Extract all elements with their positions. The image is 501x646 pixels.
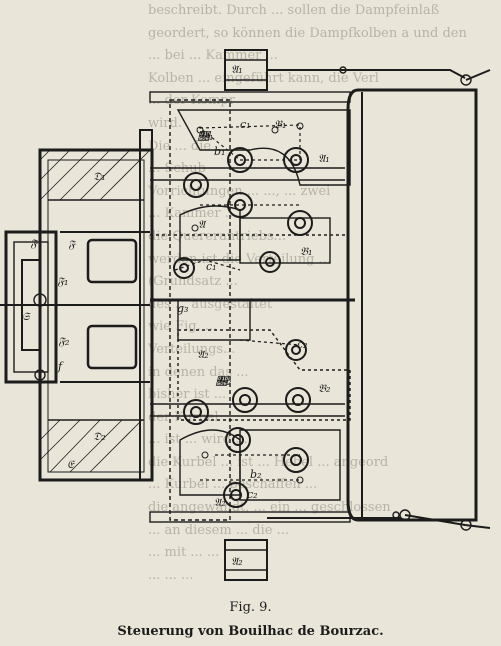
bleed-text-line: ... an diesem ... die ... [148,522,290,538]
label-F: 𝔉 [30,237,39,250]
label-S: 𝔖 [22,310,32,323]
label-c1: c₁ [206,260,217,273]
technical-drawing: 𝔄₁ 𝔄₂ c₁ 𝔆₁ 𝔅₁ b₁ 𝔄₁ 𝔄 𝔅₁ c₁ g₃ 𝔄₂ c₂ 𝔆₂… [0,49,491,581]
bleed-text-line: ... ... ... [148,567,194,583]
label-a1: 𝔄₁ [231,63,243,76]
label-B1: 𝔅₁ [274,118,286,131]
bleed-text-line: (Grundsatz ... [148,274,238,290]
label-a2: 𝔄₂ [231,555,243,568]
bleed-text-line: ... ist ... wird ... [148,432,248,448]
bleed-text-line: geordert, so können die Dampfkolben a un… [148,25,467,41]
bleed-text-line: bisher ist ... [148,387,227,403]
label-c1-upper: c₁ [240,118,251,131]
bottom-block [224,539,268,581]
label-b1: b₁ [214,145,225,158]
bleed-text-line: ... Kurbel ... beschaffen ... [148,477,318,493]
top-rail [149,91,351,103]
label-D1: 𝔇₁ [93,170,106,183]
label-A2: 𝔄₂ [197,348,209,361]
label-B2: 𝔅₂ [318,382,330,395]
bleed-text-line: wie Fig. ... [148,319,218,335]
bleed-text-line: Kolben ... eingeführt kann, die Verl [148,70,379,86]
label-b2: b₂ [250,468,261,481]
bleed-text-line: ... mit ... ... [148,545,220,561]
label-C2: 𝔆₂ [215,375,231,388]
bleed-text-line: Vorrichtungen ... ..., ... zwei [148,183,331,199]
label-A1: 𝔄₁ [318,152,330,165]
bleed-text-line: die Kurbel ... ist ... Hebel ... angeord [148,454,389,470]
label-g3: g₃ [177,302,188,315]
label-F2: 𝔉₂ [58,335,69,348]
label-f: f [57,360,64,373]
frame-outline [346,88,478,522]
label-c2-lower: c₂ [247,488,258,501]
label-a: 𝔄 [198,218,207,231]
label-c2: c₂ [297,338,308,351]
bleed-text-line: die Quererantriebs... [148,228,286,244]
small-cylinder [4,230,58,384]
bleed-text-line: beschreibt. Durch ... sollen die Dampfei… [148,3,440,18]
figure-caption: Steuerung von Bouilhac de Bourzac. [117,624,384,639]
label-D2: 𝔇₂ [93,430,106,443]
bleed-text-line: in denen das ... [148,364,249,380]
label-F1: 𝔉₁ [57,275,68,288]
figure-number: Fig. 9. [229,600,272,615]
label-a2-lower: 𝔄₂ [214,496,226,509]
bleed-text-line: wird. [148,115,182,131]
label-B1-lower: 𝔅₁ [300,245,312,258]
label-E: 𝔈 [67,458,76,471]
label-F-inner: 𝔉 [68,238,77,251]
label-C1: 𝔆₁ [197,130,213,143]
